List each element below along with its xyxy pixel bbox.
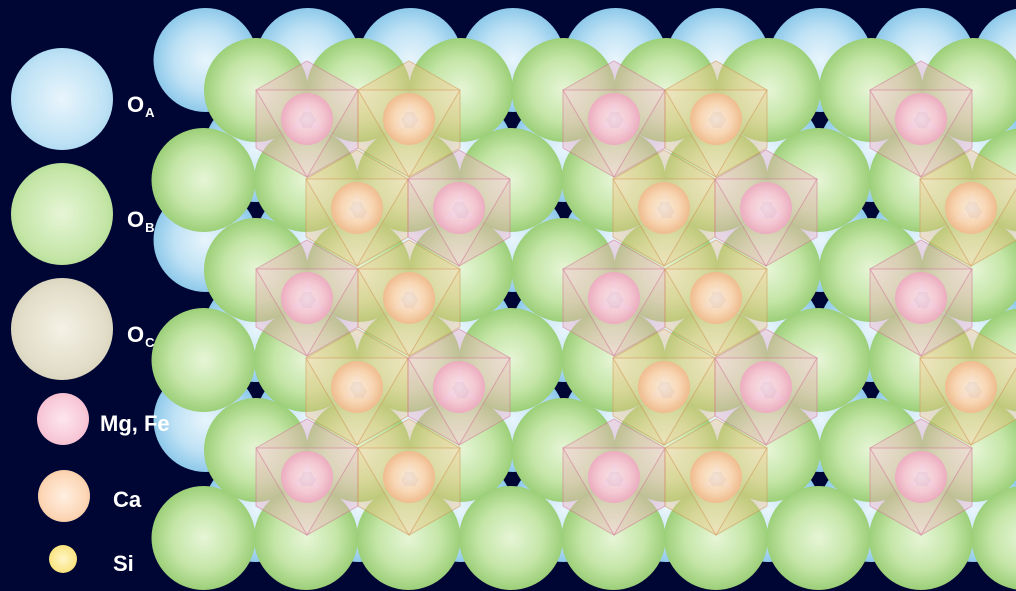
legend-oc-ball bbox=[11, 278, 113, 380]
mgfe-cation bbox=[588, 93, 640, 145]
mgfe-cation bbox=[740, 182, 792, 234]
legend-ob-main: O bbox=[127, 207, 144, 232]
ca-cation bbox=[945, 182, 997, 234]
ca-cation bbox=[331, 361, 383, 413]
legend-ca-label: Ca bbox=[113, 487, 141, 513]
oxygen-b-atom bbox=[152, 308, 256, 412]
legend-oc-sub: C bbox=[145, 335, 154, 350]
legend-ob-sub: B bbox=[145, 220, 154, 235]
legend-oa-ball bbox=[11, 48, 113, 150]
octahedra-layer bbox=[256, 61, 1016, 535]
mgfe-cation bbox=[281, 272, 333, 324]
ca-cation bbox=[383, 93, 435, 145]
mgfe-cation bbox=[895, 93, 947, 145]
legend-ob-label: OB bbox=[127, 207, 155, 235]
mgfe-cation bbox=[588, 272, 640, 324]
ca-cation bbox=[638, 182, 690, 234]
legend-ca-ball bbox=[38, 470, 90, 522]
ca-cation bbox=[331, 182, 383, 234]
mgfe-cation bbox=[895, 272, 947, 324]
legend-mgfe-main: Mg, Fe bbox=[100, 411, 170, 436]
legend-oa-main: O bbox=[127, 92, 144, 117]
ca-cation bbox=[690, 93, 742, 145]
mgfe-cation bbox=[433, 182, 485, 234]
ca-cation bbox=[945, 361, 997, 413]
mgfe-cation bbox=[895, 451, 947, 503]
legend-oc-main: O bbox=[127, 322, 144, 347]
mgfe-cation bbox=[740, 361, 792, 413]
mgfe-cation bbox=[281, 93, 333, 145]
legend-mgfe-ball bbox=[37, 393, 89, 445]
ca-cation bbox=[383, 272, 435, 324]
legend-si-ball bbox=[49, 545, 77, 573]
ca-cation bbox=[690, 451, 742, 503]
mgfe-cation bbox=[588, 451, 640, 503]
oxygen-b-atom bbox=[459, 486, 563, 590]
legend-oa-label: OA bbox=[127, 92, 155, 120]
legend-si-main: Si bbox=[113, 551, 134, 576]
legend-ca-main: Ca bbox=[113, 487, 141, 512]
legend-si-label: Si bbox=[113, 551, 134, 577]
mgfe-cation bbox=[433, 361, 485, 413]
legend-oa-sub: A bbox=[145, 105, 154, 120]
legend-mgfe-label: Mg, Fe bbox=[100, 411, 170, 437]
oxygen-b-atom bbox=[767, 486, 871, 590]
legend-ob-ball bbox=[11, 163, 113, 265]
oxygen-b-atom bbox=[152, 128, 256, 232]
oxygen-b-atom bbox=[152, 486, 256, 590]
ca-cation bbox=[690, 272, 742, 324]
ca-cation bbox=[638, 361, 690, 413]
mgfe-cation bbox=[281, 451, 333, 503]
ca-cation bbox=[383, 451, 435, 503]
legend-oc-label: OC bbox=[127, 322, 155, 350]
